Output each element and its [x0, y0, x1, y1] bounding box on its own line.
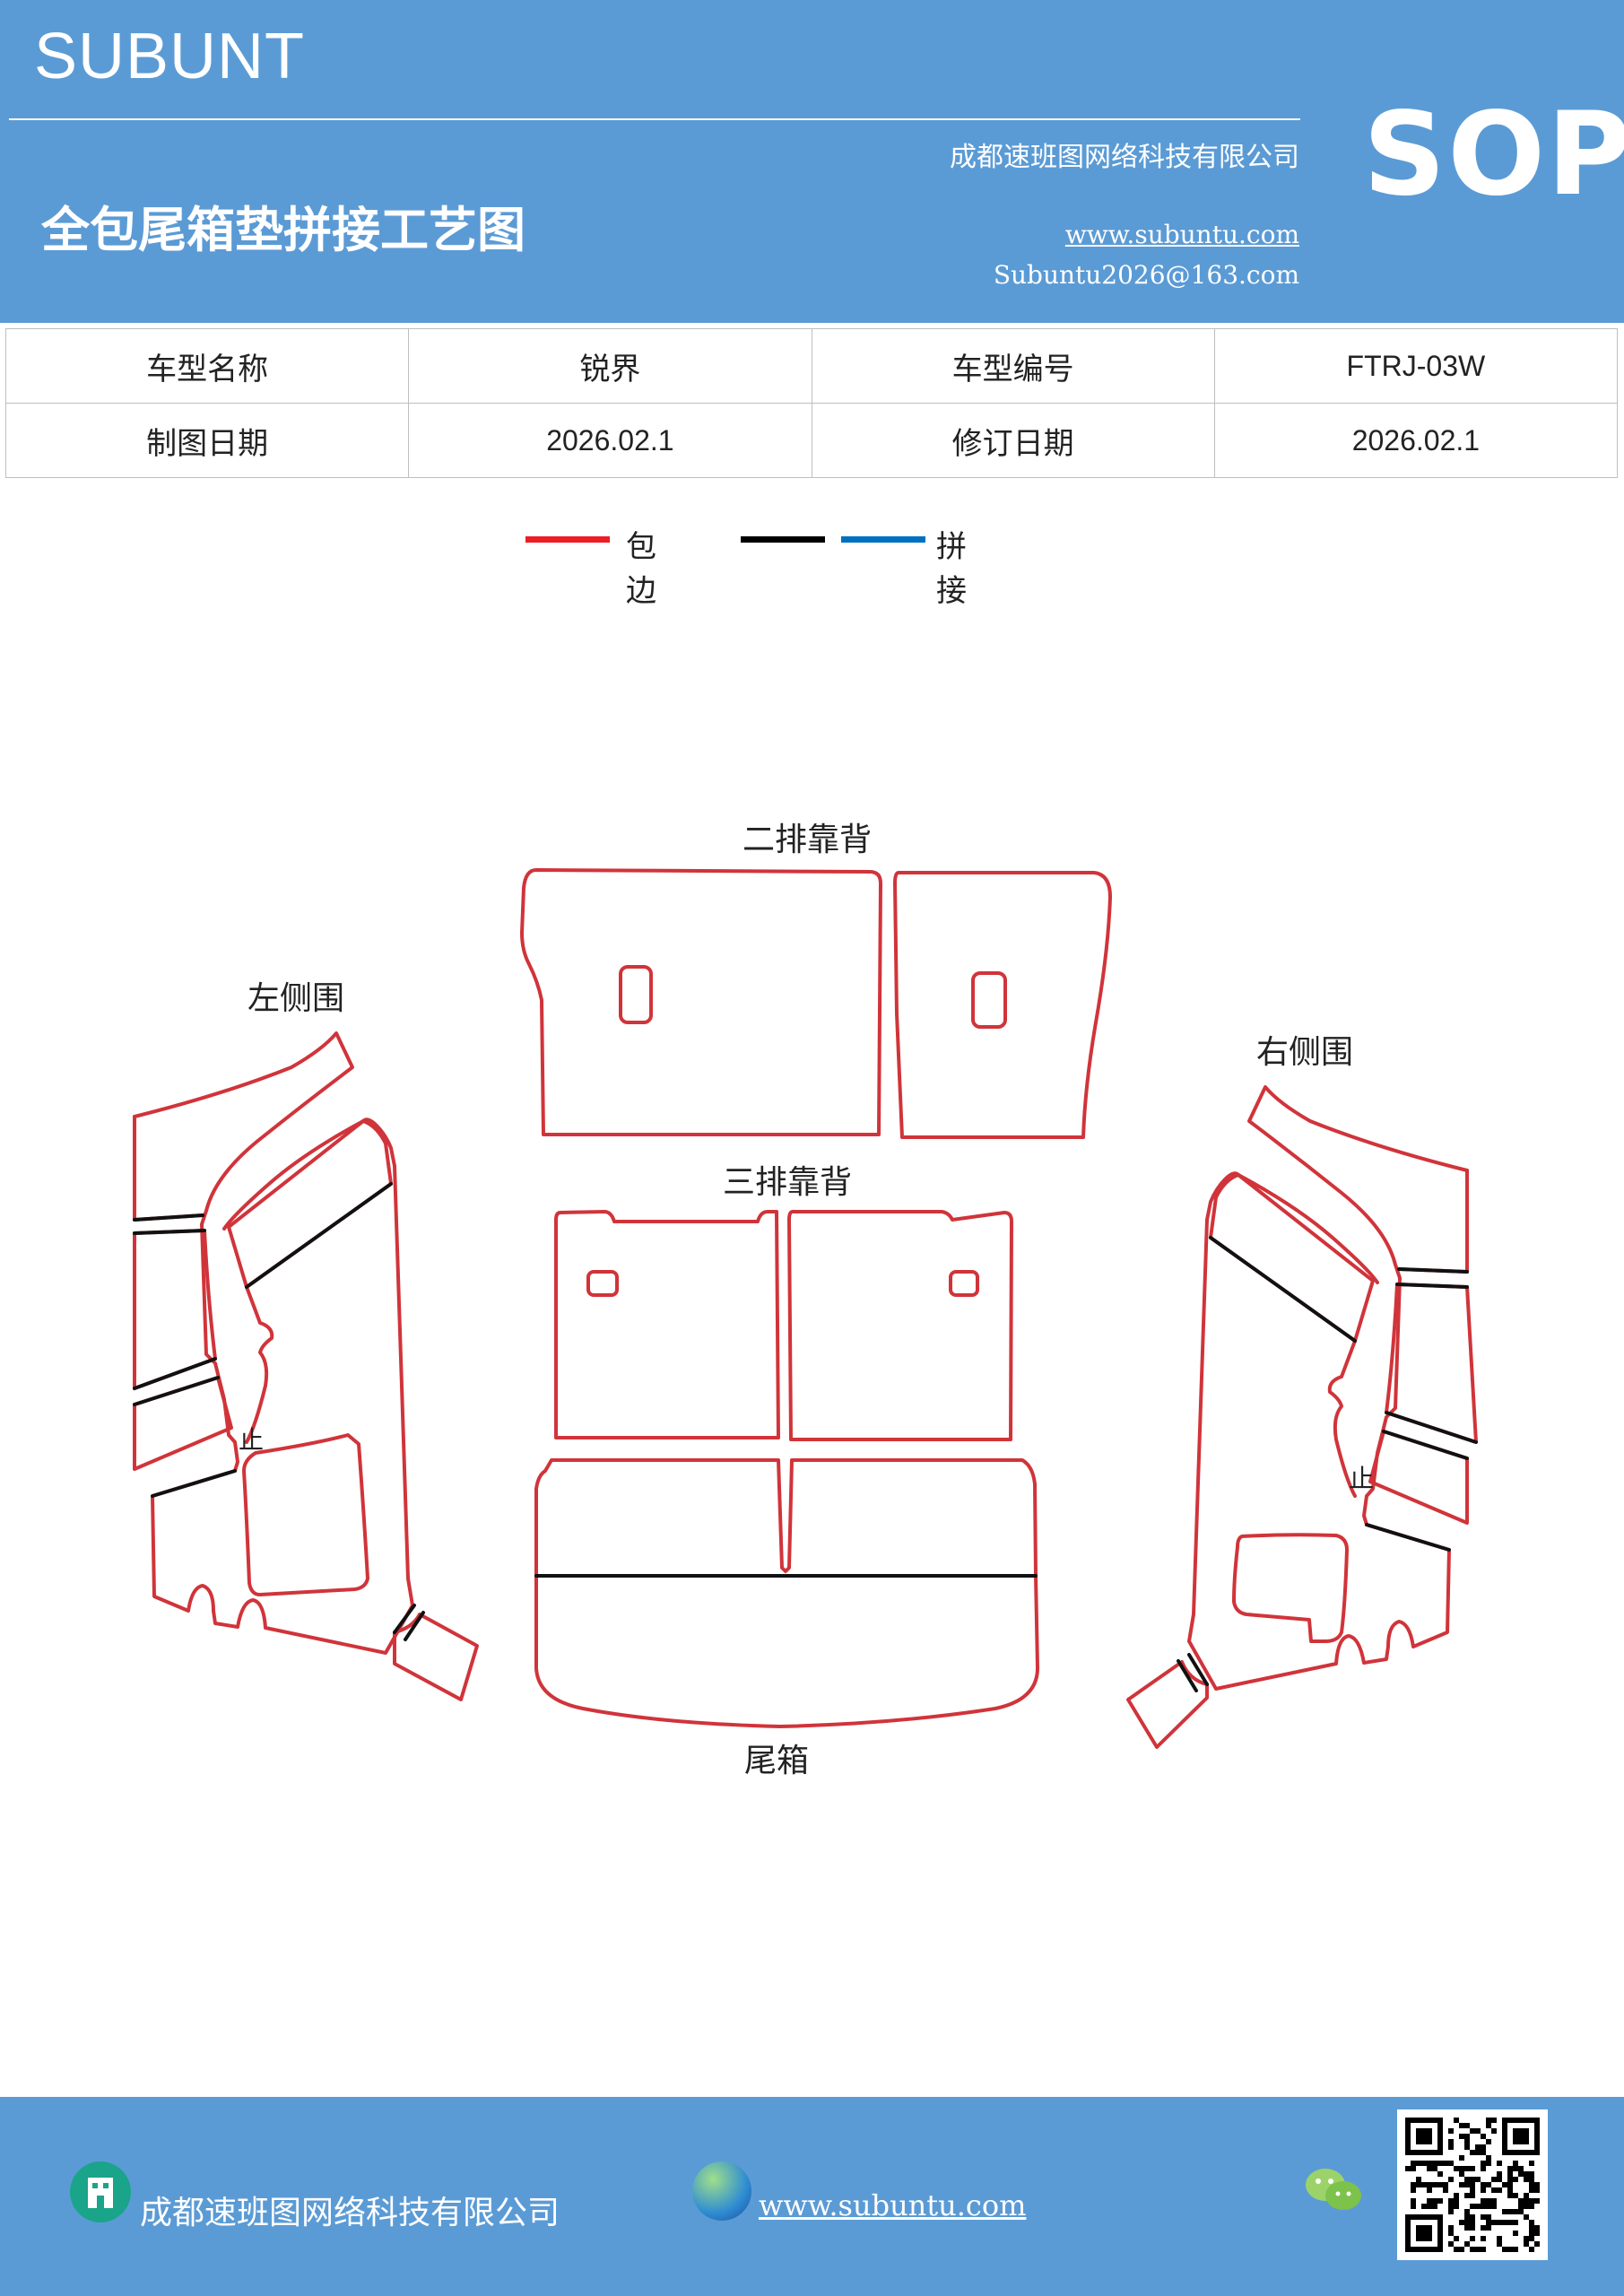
email-address: Subuntu2026@163.com — [993, 260, 1299, 290]
left-side-pocket — [242, 1433, 369, 1596]
right-side-pocket — [1232, 1533, 1349, 1643]
left-side-top-panel — [133, 1115, 204, 1222]
legend-swatch-binding — [525, 536, 610, 543]
label-third-row-back: 三排靠背 — [723, 1164, 852, 1201]
trunk-upper-left-panel — [534, 1458, 1038, 1578]
label-left-side: 左侧围 — [248, 980, 344, 1017]
footer-website-link[interactable]: www.subuntu.com — [759, 2188, 1027, 2222]
second-row-back-left-panel — [520, 868, 882, 1136]
legend-swatch-seam-blue — [841, 536, 925, 543]
third-row-back-left-panel — [554, 1210, 780, 1439]
table-cell: 2026.02.1 — [1213, 403, 1619, 478]
table-cell: 车型名称 — [4, 328, 410, 404]
label-trunk: 尾箱 — [744, 1743, 809, 1779]
label-right-side: 右侧围 — [1256, 1034, 1353, 1071]
right-side-inner-panel — [1209, 1173, 1375, 1343]
left-end-seam-b — [404, 1611, 425, 1641]
left-mid-seam-a — [133, 1229, 206, 1235]
label-left-stop-mark: 止 — [239, 1425, 264, 1455]
company-name: 成都速班图网络科技有限公司 — [950, 142, 1299, 173]
website-link[interactable]: www.subuntu.com — [1064, 220, 1299, 249]
second-row-back-right-panel — [893, 871, 1112, 1139]
sop-mark: SOP — [1363, 88, 1624, 222]
right-mid-seam-a — [1395, 1283, 1469, 1289]
table-cell: 2026.02.1 — [408, 403, 812, 478]
header-divider — [9, 118, 1300, 120]
right-low-seam-b — [1365, 1523, 1451, 1552]
left-low-seam-a — [133, 1376, 220, 1406]
right-side-lower-panel — [1368, 1430, 1469, 1525]
right-end-seam-a — [1187, 1653, 1209, 1686]
right-end-seam-b — [1177, 1659, 1198, 1692]
table-row: 车型名称 锐界 车型编号 FTRJ-03W — [4, 328, 1619, 404]
left-side-inner-panel — [227, 1119, 393, 1289]
table-cell: 车型编号 — [811, 328, 1215, 404]
footer-banner: 成都速班图网络科技有限公司 www.subuntu.com — [0, 2097, 1624, 2296]
header-banner: SUBUNT SOP 成都速班图网络科技有限公司 全包尾箱垫拼接工艺图 www.… — [0, 0, 1624, 323]
table-cell: 锐界 — [408, 328, 812, 404]
legend-label-binding: 包边 — [626, 529, 656, 609]
trunk-lower-panel — [534, 1574, 1039, 1728]
left-mid-seam-b — [133, 1357, 217, 1390]
right-side-end-panel — [1126, 1660, 1209, 1749]
table-cell: FTRJ-03W — [1213, 328, 1619, 404]
third-row-back-right-slot — [949, 1270, 979, 1297]
right-inner-seam — [1209, 1236, 1357, 1343]
building-icon — [70, 2161, 131, 2222]
wechat-icon — [1302, 2163, 1365, 2221]
left-top-seam — [133, 1213, 204, 1222]
left-low-seam-b — [151, 1469, 237, 1498]
document-title: 全包尾箱垫拼接工艺图 — [41, 201, 525, 258]
label-second-row-back: 二排靠背 — [743, 822, 872, 858]
label-right-stop-mark: 止 — [1349, 1464, 1374, 1493]
legend-label-seam: 拼接 — [936, 529, 967, 609]
brand-name: SUBUNT — [34, 21, 306, 92]
third-row-back-right-panel — [787, 1210, 1013, 1441]
qr-code — [1397, 2109, 1548, 2260]
table-row: 制图日期 2026.02.1 修订日期 2026.02.1 — [4, 403, 1619, 478]
left-inner-seam — [245, 1182, 393, 1289]
right-top-seam — [1397, 1267, 1469, 1274]
left-end-seam-a — [393, 1604, 416, 1634]
left-side-end-panel — [393, 1613, 479, 1701]
table-cell: 制图日期 — [4, 403, 410, 478]
second-row-back-right-slot — [971, 971, 1007, 1029]
right-low-seam-a — [1382, 1430, 1469, 1460]
second-row-back-left-slot — [619, 965, 653, 1024]
footer-company-name: 成都速班图网络科技有限公司 — [140, 2195, 560, 2231]
right-side-arch-panel — [1327, 1339, 1357, 1498]
vehicle-info-table: 车型名称 锐界 车型编号 FTRJ-03W 制图日期 2026.02.1 修订日… — [4, 328, 1619, 478]
globe-icon — [692, 2161, 751, 2221]
right-mid-seam-b — [1385, 1411, 1478, 1444]
right-side-top-panel — [1397, 1169, 1469, 1274]
left-side-arch-panel — [245, 1285, 274, 1444]
legend-swatch-seam-black — [741, 536, 825, 543]
third-row-back-left-slot — [586, 1270, 619, 1297]
left-side-lower-panel — [133, 1376, 233, 1471]
table-cell: 修订日期 — [811, 403, 1215, 478]
